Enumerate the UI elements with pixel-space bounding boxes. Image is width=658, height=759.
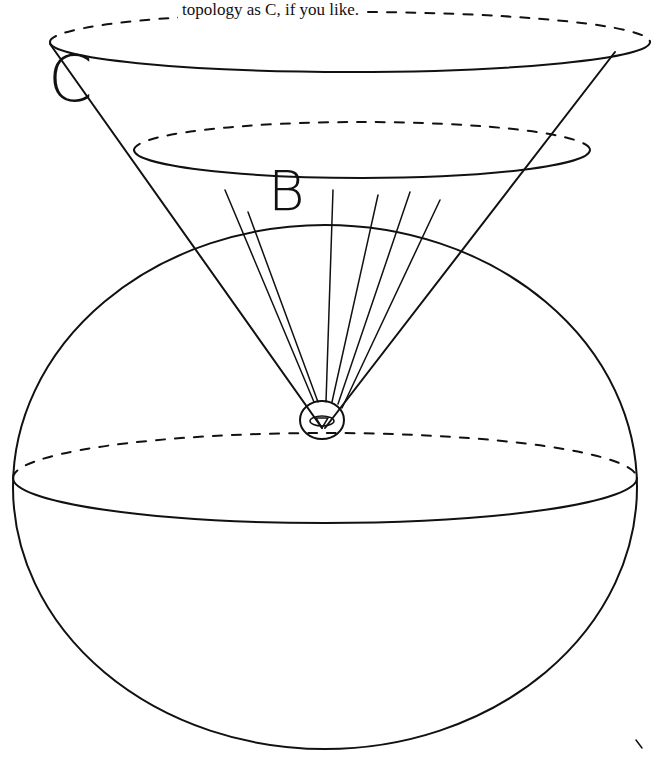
fan-line (338, 192, 410, 404)
section-front (134, 150, 590, 178)
fan-line (248, 212, 318, 402)
apex-tip (316, 418, 328, 428)
equator-front (13, 478, 637, 523)
fan-line (332, 195, 378, 402)
pen-mark (636, 740, 642, 748)
region-letter: C (48, 44, 93, 114)
region-letter: B (268, 160, 305, 222)
cone-side (325, 52, 615, 428)
section-back (134, 122, 590, 150)
note-text: topology as C, if you like. (178, 1, 363, 20)
cone-rim-front (50, 42, 650, 72)
fan-line (326, 190, 333, 402)
fan-line (342, 200, 440, 408)
sketch-strokes (13, 12, 650, 749)
apex-ball (300, 401, 344, 439)
sphere-outline (13, 225, 637, 749)
fan-line (225, 190, 314, 402)
